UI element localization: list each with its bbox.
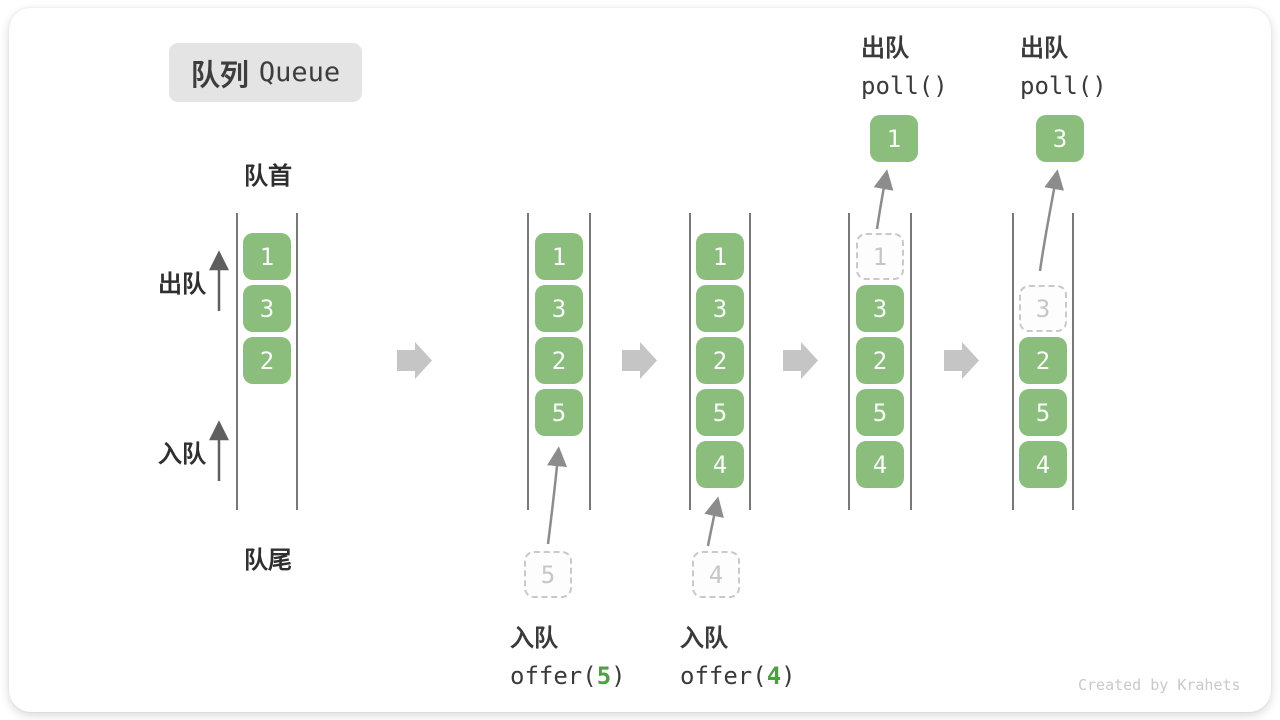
queue-item: 5 — [1019, 389, 1067, 436]
operation-zh: 出队 — [1020, 35, 1068, 62]
operation-code: poll() — [1020, 72, 1107, 100]
queue-item: 2 — [535, 337, 583, 384]
popped-queue-item: 1 — [870, 115, 918, 162]
watermark-credit: Created by Krahets — [1078, 676, 1241, 694]
queue-item: 5 — [856, 389, 904, 436]
queue-item: 5 — [696, 389, 744, 436]
queue-item: 3 — [696, 285, 744, 332]
queue-item: 3 — [243, 285, 291, 332]
title-en: Queue — [258, 57, 341, 88]
operation-label-poll-1: 出队 poll() — [861, 28, 948, 100]
pending-enqueue-item: 4 — [692, 551, 740, 598]
removed-queue-item: 1 — [856, 233, 904, 280]
operation-zh: 入队 — [680, 625, 728, 652]
canvas-card — [9, 8, 1271, 712]
operation-code: offer(4) — [680, 662, 796, 690]
label-queue-rear: 队尾 — [244, 547, 292, 574]
operation-label-poll-3: 出队 poll() — [1020, 28, 1107, 100]
queue-item: 1 — [535, 233, 583, 280]
operation-label-offer-4: 入队 offer(4) — [680, 618, 796, 690]
queue-item: 2 — [243, 337, 291, 384]
label-queue-front: 队首 — [244, 163, 292, 190]
operation-code-arg: 5 — [596, 662, 612, 690]
queue-item: 5 — [535, 389, 583, 436]
pending-enqueue-item: 5 — [524, 551, 572, 598]
queue-item: 2 — [1019, 337, 1067, 384]
operation-code: offer(5) — [510, 662, 626, 690]
queue-item: 4 — [1019, 441, 1067, 488]
queue-item: 4 — [696, 441, 744, 488]
queue-item: 2 — [696, 337, 744, 384]
queue-item: 4 — [856, 441, 904, 488]
queue-item: 1 — [696, 233, 744, 280]
label-dequeue-side: 出队 — [158, 271, 206, 298]
removed-queue-item: 3 — [1019, 285, 1067, 332]
queue-item: 3 — [856, 285, 904, 332]
operation-code-arg: 4 — [766, 662, 782, 690]
operation-zh: 出队 — [861, 35, 909, 62]
title-badge: 队列 Queue — [169, 43, 362, 102]
operation-code: poll() — [861, 72, 948, 100]
operation-label-offer-5: 入队 offer(5) — [510, 618, 626, 690]
queue-item: 2 — [856, 337, 904, 384]
queue-item: 1 — [243, 233, 291, 280]
title-zh: 队列 — [190, 59, 249, 92]
label-enqueue-side: 入队 — [158, 441, 206, 468]
operation-zh: 入队 — [510, 625, 558, 652]
queue-item: 3 — [535, 285, 583, 332]
popped-queue-item: 3 — [1036, 115, 1084, 162]
